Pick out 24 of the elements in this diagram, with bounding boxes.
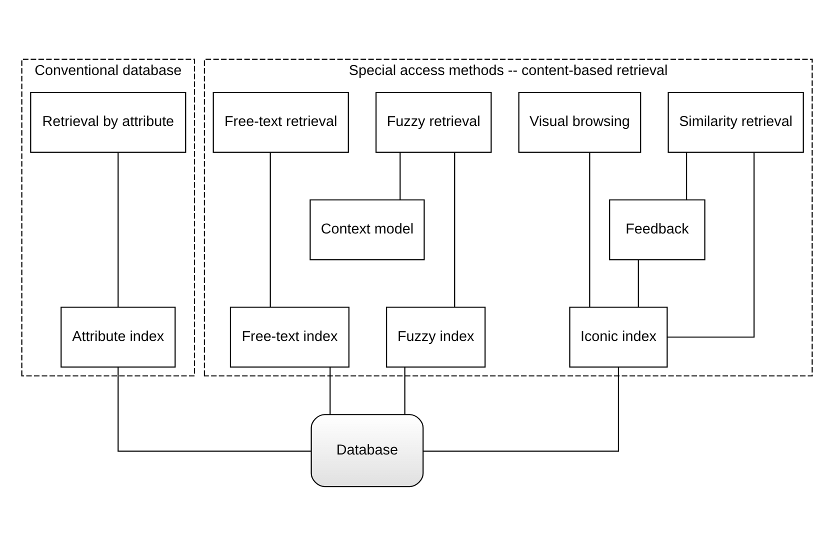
connector [400,152,401,200]
connector [667,152,755,338]
connector [118,152,119,306]
node-box: Retrieval by attribute [30,91,186,152]
node-box: Free-text retrieval [212,91,349,152]
connector [330,366,331,414]
connector [686,152,688,200]
connector [423,366,620,452]
node-box: Feedback [609,198,706,260]
node-box: Fuzzy retrieval [375,91,492,152]
node-box: Free-text index [230,306,350,368]
node-box: Context model [310,198,425,260]
node-box: Visual browsing [518,91,642,152]
connector [270,152,271,306]
connector [118,366,311,452]
connector [404,366,406,414]
node-box: Iconic index [569,306,668,368]
connector [638,259,639,306]
connector [589,152,590,306]
node-box: Database [310,414,424,487]
node-box: Attribute index [60,306,176,368]
node-box: Fuzzy index [386,306,486,368]
connector [454,152,456,306]
node-box: Similarity retrieval [668,91,804,152]
